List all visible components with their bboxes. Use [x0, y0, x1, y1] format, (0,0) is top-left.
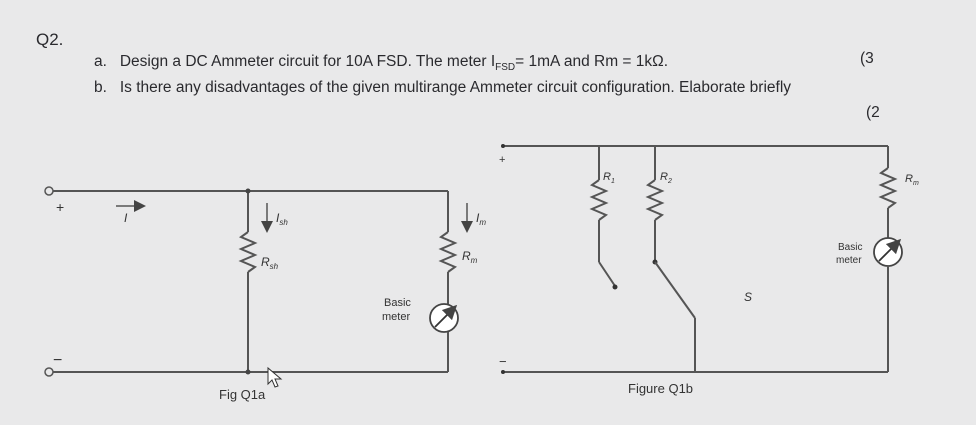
r2-resistor [645, 179, 665, 221]
part-b-marks: (2 [866, 104, 880, 121]
meter-label-b-2: meter [836, 255, 862, 266]
part-a-text-1: Design a DC Ammeter circuit for 10A FSD.… [119, 53, 496, 70]
terminal-plus-a [44, 186, 54, 196]
selector-switch [654, 261, 696, 319]
switch-label: S [744, 290, 752, 304]
part-b-question: b. Is there any disadvantages of the giv… [94, 79, 791, 97]
ish-label: Ish [276, 211, 288, 227]
rm-label-b: Rm [905, 173, 919, 187]
part-b-marker: b. [94, 79, 107, 96]
rm-resistor-b [878, 167, 898, 209]
rsh-label: Rsh [261, 255, 279, 271]
r1-resistor [589, 179, 609, 221]
plus-sign-a: + [56, 199, 64, 215]
r2-label: R2 [660, 171, 672, 185]
figure-a-caption: Fig Q1a [219, 387, 266, 402]
part-b-text: Is there any disadvantages of the given … [119, 79, 792, 96]
meter-label-a-2: meter [382, 311, 410, 323]
im-label: Im [476, 211, 486, 227]
meter-label-a-1: Basic [384, 297, 411, 309]
figure-q1b: Basic meter Rm R1 R2 S + − Figure Q1b [499, 144, 919, 396]
figure-b-caption: Figure Q1b [628, 381, 693, 396]
figure-q1a: + − I Ish Rsh Basic meter Im Rm Fig Q1a [44, 186, 486, 402]
minus-sign-a: − [53, 352, 62, 369]
meter-resistor [438, 231, 458, 273]
mouse-cursor-icon [267, 366, 283, 388]
question-number: Q2. [36, 30, 64, 49]
shunt-resistor [238, 231, 258, 273]
part-a-subscript: FSD [495, 62, 516, 74]
input-current-label: I [124, 211, 128, 225]
terminal-minus-a [44, 367, 54, 377]
minus-sign-b: − [499, 354, 507, 369]
part-a-text-2: = 1mA and Rm = 1kΩ. [515, 53, 669, 70]
r1-contact [598, 261, 616, 287]
plus-sign-b: + [499, 154, 505, 166]
rm-label-a: Rm [462, 249, 478, 265]
r1-label: R1 [603, 171, 615, 185]
part-a-marker: a. [94, 53, 107, 70]
meter-label-b-1: Basic [838, 242, 862, 253]
part-a-marks: (3 [860, 50, 874, 67]
part-a-question: a. Design a DC Ammeter circuit for 10A F… [94, 53, 668, 73]
